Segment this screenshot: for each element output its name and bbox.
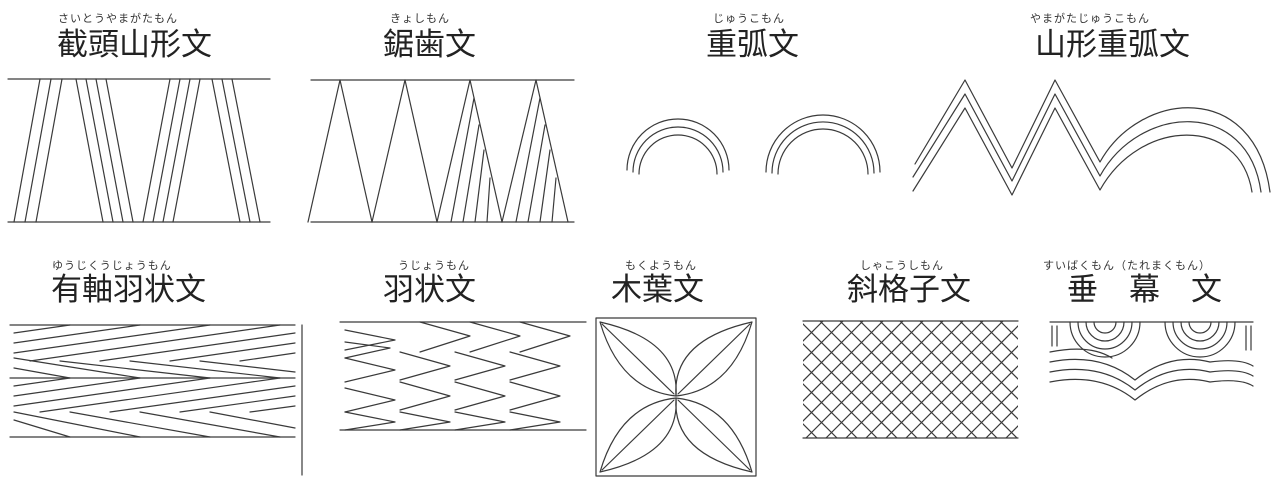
axial-feather-pattern <box>9 324 303 476</box>
concentric-arc-pattern <box>626 114 881 175</box>
pattern-reading: ゆうじくうじょうもん <box>52 259 172 272</box>
pattern-name: 垂 幕 文 <box>1067 272 1222 308</box>
diagonal-lattice-pattern <box>802 320 1019 439</box>
pattern-name: 重弧文 <box>706 27 799 63</box>
pattern-reading: やまがたじゅうこもん <box>1030 12 1150 25</box>
pattern-reading: すいばくもん（たれまくもん） <box>1043 259 1211 272</box>
truncated-chevron-pattern <box>7 78 271 223</box>
sawtooth-pattern <box>307 79 575 223</box>
pattern-reading: きょしもん <box>390 12 450 25</box>
pattern-name: 羽状文 <box>383 272 476 308</box>
pattern-name: 山形重弧文 <box>1035 27 1190 63</box>
feather-pattern <box>339 321 587 431</box>
chevron-arc-pattern <box>912 79 1271 196</box>
leaf-pattern <box>595 317 757 477</box>
pattern-name: 鋸歯文 <box>383 27 476 63</box>
pattern-reading: しゃこうしもん <box>860 259 944 272</box>
pattern-reading: さいとうやまがたもん <box>58 12 178 25</box>
pattern-reading: じゅうこもん <box>713 12 785 25</box>
pattern-reading: うじょうもん <box>398 259 470 272</box>
pattern-reading: もくようもん <box>625 259 697 272</box>
pattern-name: 斜格子文 <box>847 272 971 308</box>
pattern-name: 截頭山形文 <box>57 27 212 63</box>
pattern-name: 有軸羽状文 <box>51 272 206 308</box>
pattern-name: 木葉文 <box>611 272 704 308</box>
